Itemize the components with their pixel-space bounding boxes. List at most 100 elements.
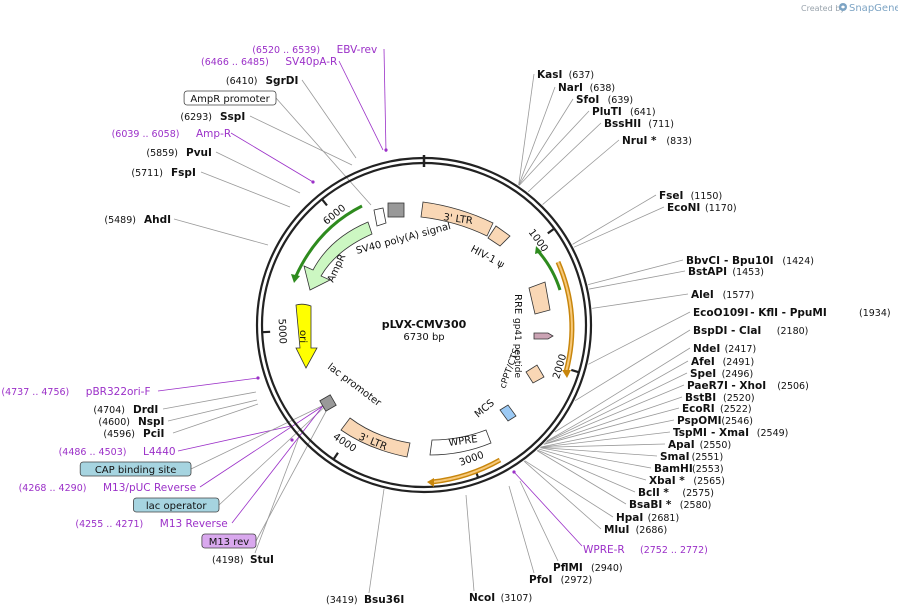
enzyme-extra: - ClaI bbox=[731, 325, 761, 337]
feature-ampr[interactable]: AmpR bbox=[303, 221, 373, 291]
enzyme-position: (2496) bbox=[722, 369, 754, 380]
feature-mcs[interactable]: MCS bbox=[473, 398, 517, 422]
primer-name: M13 Reverse bbox=[160, 518, 228, 530]
leader-line bbox=[215, 151, 301, 194]
enzyme-extra: - KflI - PpuMI bbox=[750, 307, 827, 319]
enzyme-name: StuI bbox=[250, 554, 274, 566]
enzyme-name: NspI bbox=[138, 416, 164, 428]
enzyme-extra: - XhoI bbox=[731, 380, 766, 392]
leader-line bbox=[545, 384, 685, 443]
enzyme-position: (1150) bbox=[691, 191, 723, 202]
enzyme-position: (1934) bbox=[859, 308, 891, 319]
enzyme-position: (2506) bbox=[777, 381, 809, 392]
enzyme-name: NdeI bbox=[693, 343, 720, 355]
enzyme-name: PluTI bbox=[592, 106, 622, 118]
leader-line bbox=[540, 447, 658, 457]
enzyme-position: (5489) bbox=[104, 215, 136, 226]
ruler-tick bbox=[332, 452, 339, 460]
feature-lac-promoter[interactable]: lac promoter bbox=[319, 362, 384, 412]
leader-line bbox=[527, 122, 602, 193]
leader-line bbox=[540, 443, 666, 448]
enzyme-name: PvuI bbox=[186, 147, 212, 159]
ruler-label: 5000 bbox=[276, 318, 288, 344]
leader-line bbox=[546, 372, 688, 442]
leader-line bbox=[540, 431, 671, 448]
feature-label: 3' LTR bbox=[443, 212, 474, 227]
arrowhead-icon bbox=[535, 246, 542, 254]
enzyme-position: (2491) bbox=[723, 357, 755, 368]
enzyme-position: (3107) bbox=[501, 593, 533, 604]
enzyme-name: DrdI bbox=[133, 404, 158, 416]
enzyme-position: (637) bbox=[569, 70, 595, 81]
primer-position: (4486 .. 4503) bbox=[59, 447, 127, 458]
leader-line bbox=[172, 403, 259, 434]
leader-line bbox=[218, 400, 332, 506]
enzyme-position: (2686) bbox=[636, 525, 668, 536]
leader-line bbox=[554, 347, 691, 433]
feature-box[interactable] bbox=[201, 533, 257, 549]
leader-line bbox=[465, 494, 475, 592]
enzyme-name: PflMI bbox=[553, 562, 583, 574]
enzyme-position: (1424) bbox=[782, 256, 814, 267]
enzyme-name: BsaBI * bbox=[629, 499, 672, 511]
enzyme-position: (2972) bbox=[561, 575, 593, 586]
enzyme-name: TspMI bbox=[673, 427, 707, 439]
enzyme-position: (2546) bbox=[721, 416, 753, 427]
primer-leader-line bbox=[157, 377, 259, 392]
enzyme-position: (4198) bbox=[212, 555, 244, 566]
enzyme-name: PspOMI bbox=[677, 415, 722, 427]
leader-line bbox=[543, 407, 680, 445]
enzyme-name: NarI bbox=[558, 82, 583, 94]
enzyme-position: (1453) bbox=[732, 267, 764, 278]
feature-3ltr-top[interactable]: 3' LTR bbox=[420, 201, 494, 237]
feature-rre[interactable]: RRE bbox=[512, 281, 551, 315]
enzyme-name: HpaI bbox=[616, 512, 643, 524]
leader-line bbox=[162, 391, 257, 410]
primer-leader-line bbox=[230, 132, 314, 183]
leader-line bbox=[540, 447, 652, 469]
leader-line bbox=[518, 98, 574, 186]
enzyme-position: (2551) bbox=[692, 452, 724, 463]
enzyme-position: (6293) bbox=[180, 112, 212, 123]
enzyme-position: (1170) bbox=[705, 203, 737, 214]
enzyme-position: (639) bbox=[608, 95, 634, 106]
arrowhead-icon bbox=[562, 370, 571, 378]
feature-psi[interactable]: HIV-1 ψ bbox=[469, 225, 511, 271]
feature-wpre[interactable]: WPRE bbox=[429, 429, 492, 456]
feature-gp41[interactable]: gp41 peptide bbox=[512, 318, 554, 378]
feature-box[interactable] bbox=[79, 461, 192, 477]
leader-line bbox=[524, 460, 614, 518]
enzyme-name: BstBI bbox=[685, 392, 716, 404]
leader-line bbox=[368, 488, 385, 594]
enzyme-name: NcoI bbox=[469, 592, 495, 604]
primer-marker bbox=[512, 470, 516, 474]
ruler-label: 3000 bbox=[458, 450, 486, 469]
feature-ori[interactable]: ori bbox=[295, 303, 318, 369]
enzyme-position: (2417) bbox=[725, 344, 757, 355]
enzyme-position: (5859) bbox=[146, 148, 178, 159]
enzyme-position: (4600) bbox=[98, 417, 130, 428]
leader-line bbox=[588, 311, 691, 365]
leader-line bbox=[200, 171, 291, 208]
enzyme-name: Bsu36I bbox=[364, 594, 404, 606]
leader-line bbox=[255, 403, 331, 542]
enzyme-position: (711) bbox=[648, 119, 674, 130]
enzyme-name: XbaI * bbox=[649, 475, 685, 487]
enzyme-position: (2550) bbox=[700, 440, 732, 451]
leader-line bbox=[538, 448, 647, 481]
feature-label: RRE bbox=[512, 294, 523, 314]
enzyme-position: (4704) bbox=[93, 405, 125, 416]
enzyme-name: FspI bbox=[171, 167, 196, 179]
primer-position: (4737 .. 4756) bbox=[1, 387, 69, 398]
primer-name: L4440 bbox=[143, 446, 176, 458]
feature-ampr-promoter[interactable] bbox=[387, 202, 405, 218]
ruler-tick bbox=[321, 198, 328, 207]
feature-box[interactable] bbox=[183, 90, 277, 106]
primer-position: (4255 .. 4271) bbox=[75, 519, 143, 530]
feature-box[interactable] bbox=[132, 497, 220, 513]
primer-name: EBV-rev bbox=[337, 44, 378, 56]
leader-line bbox=[574, 329, 691, 402]
enzyme-position: (5711) bbox=[131, 168, 163, 179]
enzyme-position: (2940) bbox=[591, 563, 623, 574]
primer-position: (2752 .. 2772) bbox=[640, 545, 708, 556]
